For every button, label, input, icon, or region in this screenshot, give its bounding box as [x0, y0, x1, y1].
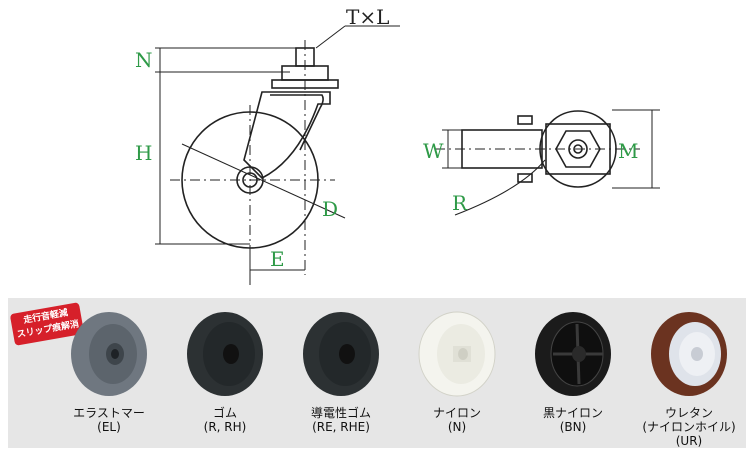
wheel-nylon: ナイロン (N) — [402, 306, 512, 446]
wheel-name: ウレタン — [664, 406, 713, 420]
wheel-black-nylon: 黒ナイロン (BN) — [518, 306, 628, 446]
conductive-rubber-wheel-icon — [303, 312, 379, 396]
label-h: H — [135, 141, 152, 165]
wheel-urethane: ウレタン (ナイロンホイル) (UR) — [634, 306, 744, 448]
wheel-elastomer: エラストマー (EL) — [54, 306, 164, 446]
wheel-name: ナイロン — [432, 406, 481, 420]
wheel-code: (EL) — [97, 420, 121, 434]
label-thread: T×L — [346, 5, 389, 29]
wheel-conductive-rubber: 導電性ゴム (RE, RHE) — [286, 306, 396, 446]
fork-bracket — [243, 91, 331, 179]
black-nylon-wheel-icon — [535, 312, 611, 396]
label-n: N — [135, 48, 153, 72]
elastomer-wheel-icon — [71, 312, 147, 396]
label-d: D — [322, 197, 338, 221]
urethane-wheel-icon — [651, 312, 727, 396]
wheel-code: (BN) — [559, 420, 587, 434]
rubber-wheel-icon — [187, 312, 263, 396]
wheel-name: ゴム — [212, 406, 237, 420]
nylon-wheel-icon — [418, 311, 496, 397]
wheel-code: (ナイロンホイル) — [642, 420, 736, 434]
wheel-code-2: (UR) — [675, 434, 703, 448]
label-w: W — [423, 139, 444, 163]
top-view — [435, 109, 660, 216]
wheel-rubber: ゴム (R, RH) — [170, 306, 280, 446]
wheel-code: (RE, RHE) — [312, 420, 370, 434]
wheel-code: (N) — [447, 420, 467, 434]
side-view — [155, 25, 400, 285]
wheel-name: 導電性ゴム — [310, 406, 371, 420]
caster-technical-drawing: T×L N H D E W M R — [135, 5, 660, 285]
label-m: M — [618, 139, 638, 163]
wheel-code: (R, RH) — [203, 420, 247, 434]
wheel-name: エラストマー — [73, 406, 145, 420]
wheel-name: 黒ナイロン — [542, 406, 603, 420]
hex-nut — [555, 130, 601, 168]
label-e: E — [270, 247, 285, 271]
swivel-plate — [539, 110, 617, 188]
label-r: R — [452, 191, 468, 215]
wheel-material-panel: 走行音軽減 スリップ痕解消 エラストマー (EL) ゴム (R, RH) 導電性… — [8, 298, 746, 448]
